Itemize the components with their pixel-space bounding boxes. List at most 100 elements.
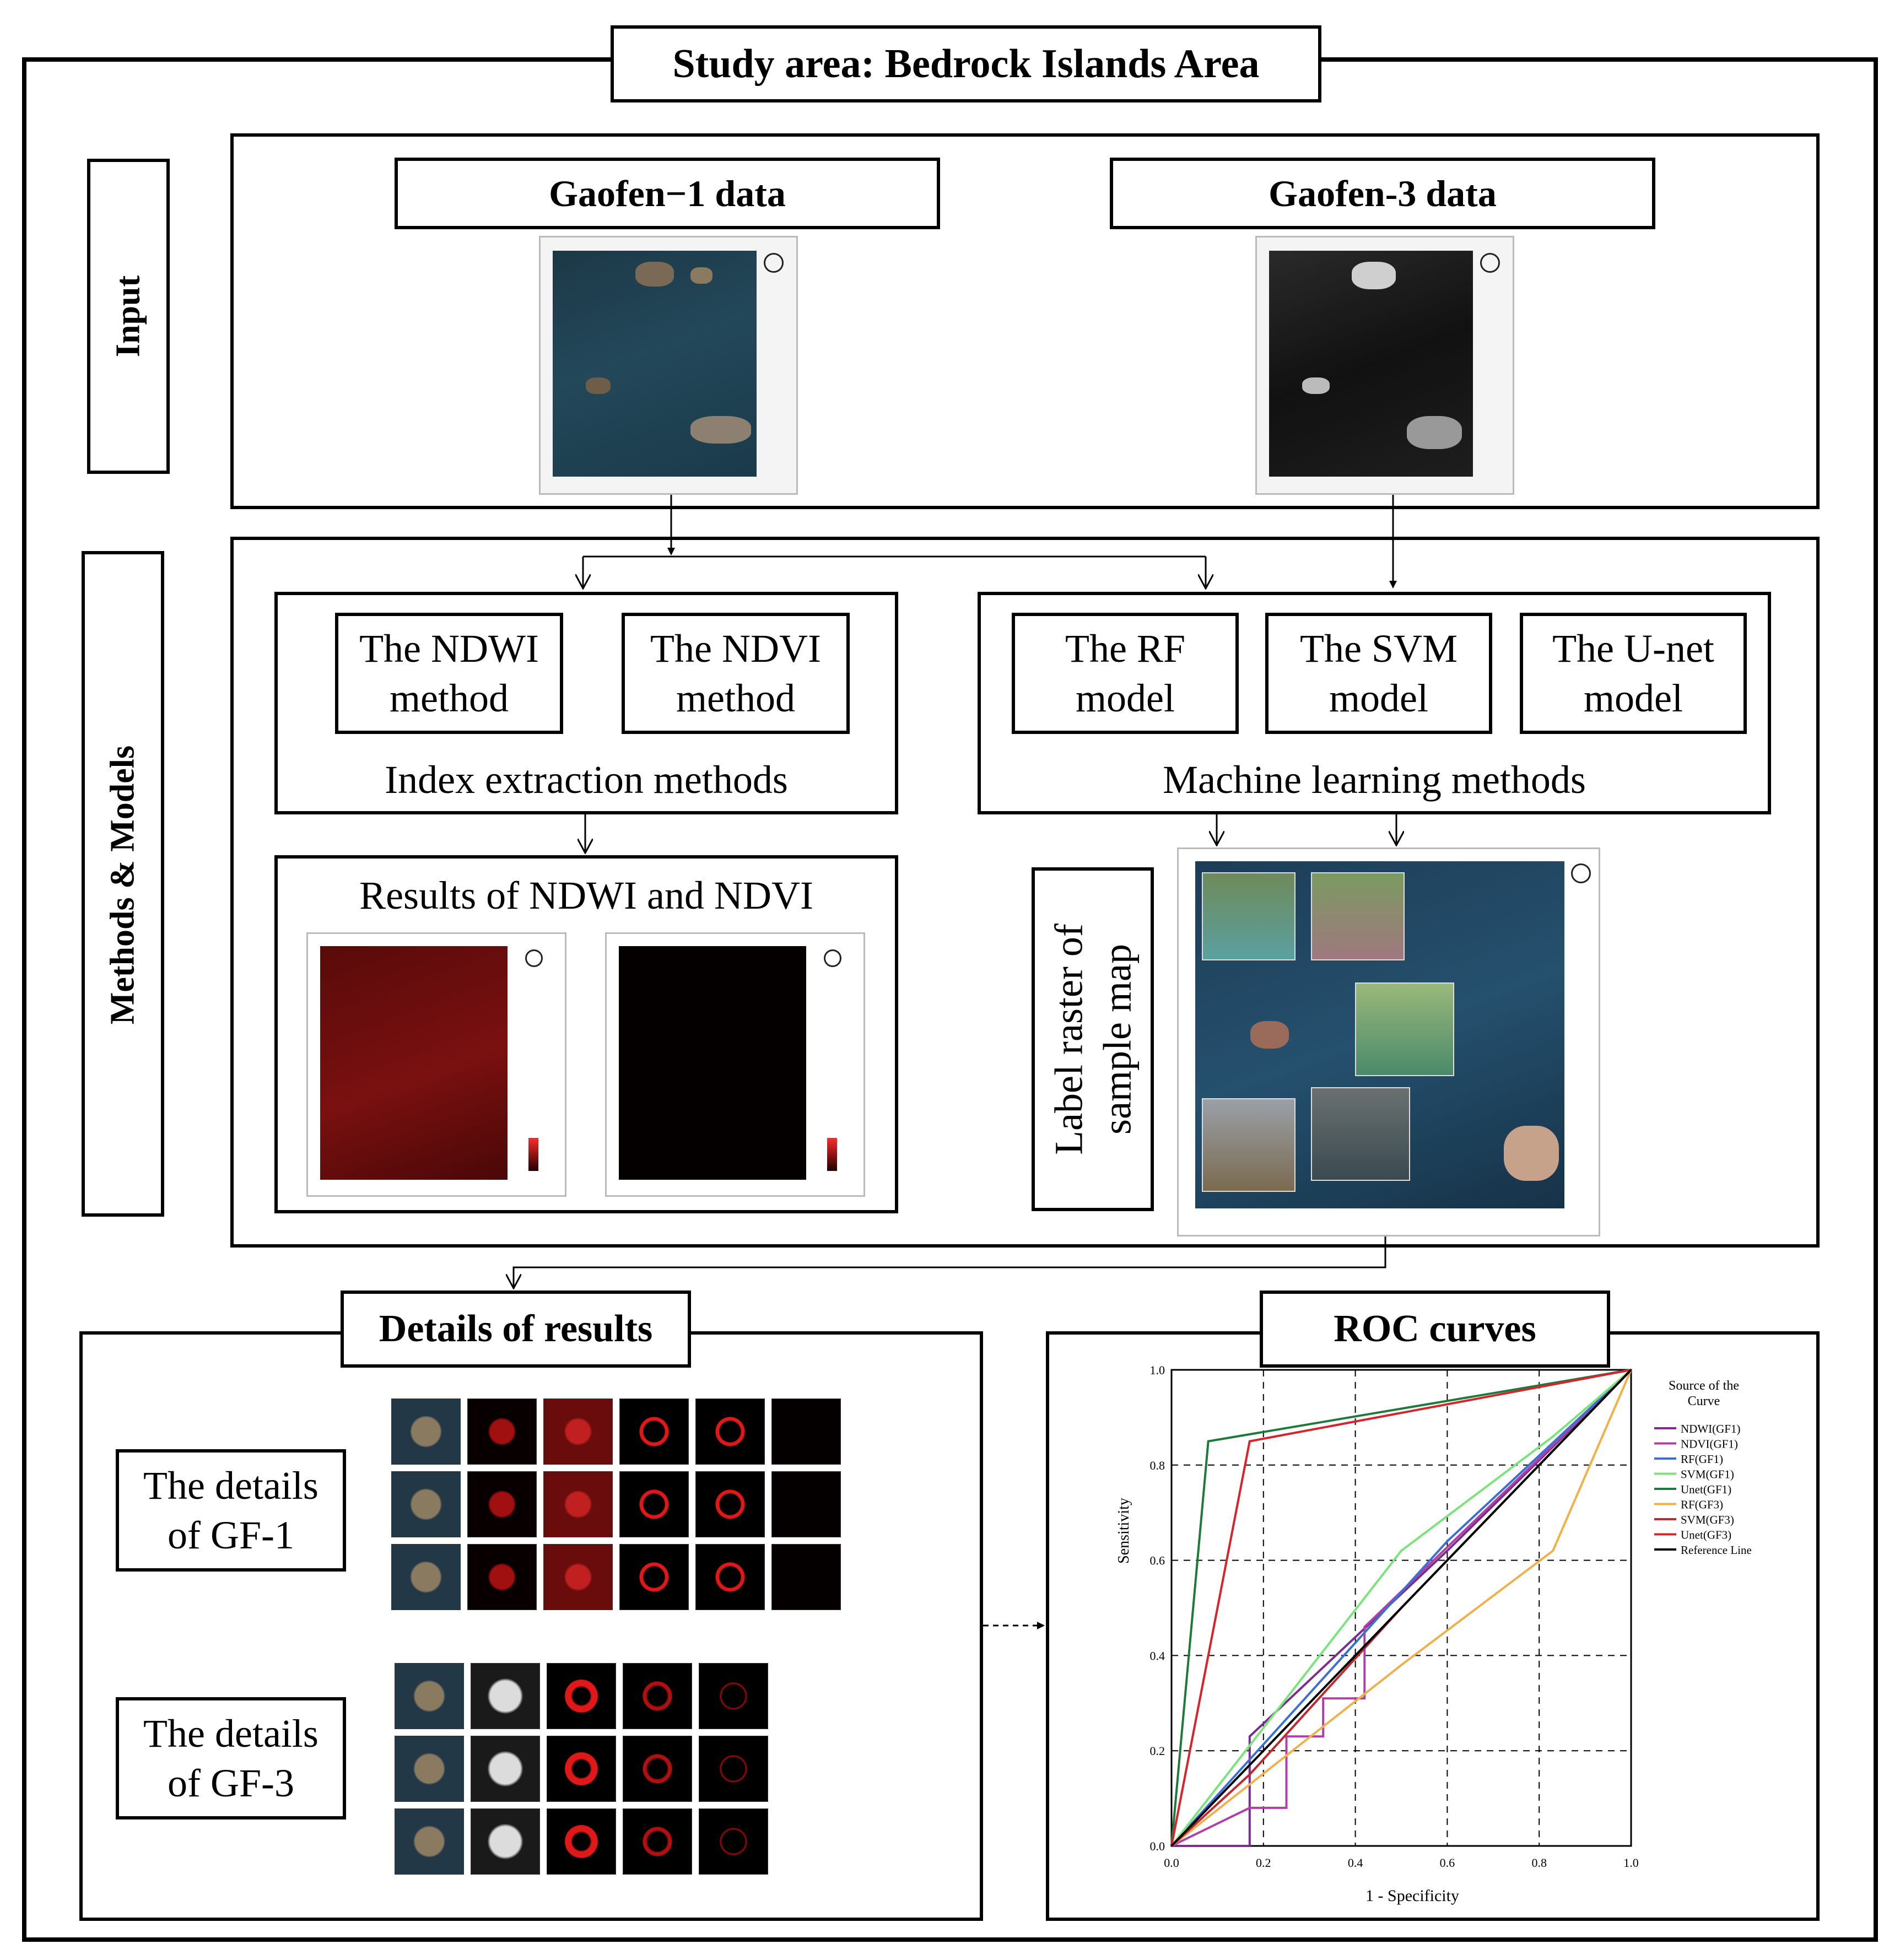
ndvi-result-image [619, 946, 806, 1180]
label-raster-line1: Label raster of [1046, 924, 1091, 1155]
ndwi-ndvi-results-title: Results of NDWI and NDVI [278, 871, 895, 920]
rf-line2: model [1076, 676, 1175, 720]
ndvi-result-map [605, 932, 865, 1197]
detail-thumbnail [547, 1663, 616, 1729]
north-arrow-icon [1480, 253, 1500, 273]
detail-thumbnail [471, 1808, 540, 1875]
index-extraction-title: Index extraction methods [278, 755, 895, 804]
unet-line1: The U-net [1552, 627, 1714, 671]
field-photo [1311, 872, 1405, 960]
gf1-details-line1: The details [143, 1464, 319, 1508]
detail-thumbnail [699, 1736, 768, 1802]
detail-thumbnail [695, 1544, 765, 1610]
detail-thumbnail [695, 1471, 765, 1537]
ndvi-line2: method [676, 676, 795, 720]
detail-thumbnail [467, 1399, 537, 1465]
detail-thumbnail [699, 1808, 768, 1875]
detail-thumbnail [395, 1808, 464, 1875]
ml-methods-title: Machine learning methods [981, 755, 1768, 804]
gf3-island [1407, 416, 1462, 449]
gf3-details-line1: The details [143, 1711, 319, 1756]
field-photo [1311, 1087, 1410, 1181]
methods-label: Methods & Models [104, 745, 142, 1025]
detail-thumbnail [771, 1544, 841, 1610]
detail-thumbnail [391, 1471, 461, 1537]
methods-side-label: Methods & Models [82, 551, 164, 1217]
gf1-map [539, 236, 798, 495]
index-extraction-title-text: Index extraction methods [385, 758, 788, 802]
ndwi-line2: method [390, 676, 509, 720]
unet-line2: model [1584, 676, 1683, 720]
gf3-details-grid [395, 1663, 780, 1883]
north-arrow-icon [525, 949, 543, 967]
svm-line2: model [1329, 676, 1428, 720]
page-title: Study area: Bedrock Islands Area [611, 25, 1321, 102]
ml-methods-title-text: Machine learning methods [1163, 758, 1586, 802]
ndwi-method-box: The NDWI method [335, 613, 563, 734]
detail-thumbnail [771, 1399, 841, 1465]
detail-thumbnail [395, 1663, 464, 1729]
gf1-title: Gaofen−1 data [549, 172, 786, 214]
detail-thumbnail [695, 1399, 765, 1465]
detail-thumbnail [471, 1663, 540, 1729]
ndwi-result-map [306, 932, 566, 1197]
detail-thumbnail [623, 1736, 692, 1802]
detail-thumbnail [623, 1663, 692, 1729]
sample-island [1250, 1021, 1289, 1049]
gf1-island [635, 262, 674, 287]
svm-model-box: The SVM model [1265, 613, 1492, 734]
north-arrow-icon [1571, 863, 1591, 883]
detail-thumbnail [471, 1736, 540, 1802]
label-raster-box: Label raster of sample map [1032, 867, 1154, 1211]
ndvi-method-box: The NDVI method [622, 613, 850, 734]
gf1-title-box: Gaofen−1 data [395, 158, 940, 229]
gf3-island [1352, 262, 1396, 289]
label-raster-line2: sample map [1095, 944, 1140, 1135]
gf3-title: Gaofen-3 data [1269, 172, 1497, 214]
north-arrow-icon [764, 253, 784, 273]
detail-thumbnail [543, 1399, 613, 1465]
gf1-details-line2: of GF-1 [168, 1513, 294, 1557]
gf1-island [690, 416, 751, 444]
gf1-map-image [553, 251, 757, 477]
detail-thumbnail [619, 1544, 689, 1610]
detail-thumbnail [543, 1544, 613, 1610]
gf3-title-box: Gaofen-3 data [1110, 158, 1655, 229]
ndvi-line1: The NDVI [650, 627, 821, 671]
detail-thumbnail [623, 1808, 692, 1875]
field-photo [1202, 872, 1296, 960]
detail-thumbnail [547, 1808, 616, 1875]
gf1-details-grid [391, 1399, 849, 1619]
detail-thumbnail [547, 1736, 616, 1802]
sample-map [1177, 847, 1600, 1237]
detail-thumbnail [467, 1471, 537, 1537]
sample-map-image [1195, 861, 1564, 1208]
field-photo [1355, 982, 1454, 1076]
page-title-text: Study area: Bedrock Islands Area [672, 41, 1260, 87]
details-title-box: Details of results [341, 1291, 691, 1368]
gf1-island [586, 377, 611, 394]
gf1-details-box: The details of GF-1 [116, 1449, 346, 1572]
gf3-details-box: The details of GF-3 [116, 1697, 346, 1819]
detail-thumbnail [391, 1399, 461, 1465]
gf3-details-line2: of GF-3 [168, 1761, 294, 1805]
detail-thumbnail [395, 1736, 464, 1802]
gf1-island [690, 267, 712, 284]
ndwi-ndvi-results-title-text: Results of NDWI and NDVI [359, 873, 813, 917]
detail-thumbnail [467, 1544, 537, 1610]
svm-line1: The SVM [1300, 627, 1458, 671]
color-scale-legend [528, 1138, 538, 1171]
detail-thumbnail [619, 1399, 689, 1465]
sample-island [1504, 1126, 1559, 1181]
roc-title: ROC curves [1334, 1308, 1536, 1350]
gf3-map-image [1269, 251, 1473, 477]
color-scale-legend [827, 1138, 837, 1171]
ndwi-line1: The NDWI [359, 627, 539, 671]
roc-title-box: ROC curves [1260, 1291, 1610, 1368]
detail-thumbnail [771, 1471, 841, 1537]
roc-panel [1046, 1331, 1820, 1921]
rf-model-box: The RF model [1012, 613, 1239, 734]
details-title: Details of results [379, 1308, 653, 1350]
detail-thumbnail [391, 1544, 461, 1610]
rf-line1: The RF [1065, 627, 1185, 671]
